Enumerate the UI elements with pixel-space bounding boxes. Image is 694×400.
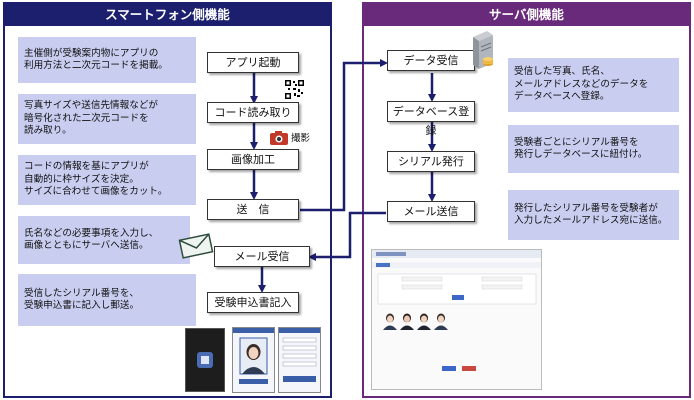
step-code-read: コード読み取り xyxy=(207,102,299,123)
note-text: 受信した写真、氏名、 メールアドレスなどのデータを データベースへ登録。 xyxy=(514,66,649,103)
note-text: 受験者ごとにシリアル番号を 発行しデータベースに紐付け。 xyxy=(514,136,648,160)
envelope-icon xyxy=(178,233,214,259)
step-fill-form: 受験申込書記入 xyxy=(207,292,299,313)
note-mail-send: 発行したシリアル番号を受験者が 入力したメールアドレス宛に送信。 xyxy=(508,190,679,240)
step-image-edit: 画像加工 xyxy=(207,149,299,170)
step-app-launch: アプリ起動 xyxy=(207,52,299,73)
note-serial-issue: 受験者ごとにシリアル番号を 発行しデータベースに紐付け。 xyxy=(508,125,679,173)
admin-screen-icon xyxy=(372,250,541,371)
photo-thumbnails xyxy=(383,313,448,330)
server-icon xyxy=(473,31,493,69)
note-text: 発行したシリアル番号を受験者が 入力したメールアドレス宛に送信。 xyxy=(514,202,668,226)
note-code-read: 写真サイズや送信先情報などが 暗号化された二次元コードを 読み取り。 xyxy=(18,94,196,144)
step-db-register: データベース登録 xyxy=(387,101,475,137)
phone-form-screen xyxy=(278,327,321,393)
step-mail-receive: メール受信 xyxy=(214,246,310,267)
camera-label: 撮影 xyxy=(291,133,311,144)
server-panel: サーバ側機能 xyxy=(362,2,691,398)
admin-screen-thumbnail xyxy=(371,249,542,390)
server-panel-title: サーバ側機能 xyxy=(364,4,689,26)
note-image-edit: コードの情報を基にアプリが 自動的に枠サイズを決定。 サイズに合わせて画像をカッ… xyxy=(18,155,196,205)
form-screen-icon xyxy=(279,328,320,382)
arrow-server-to-mail xyxy=(308,211,386,261)
step-data-receive: データ受信 xyxy=(387,50,475,71)
step-send: 送 信 xyxy=(207,199,299,220)
note-app-launch: 主催側が受験案内物にアプリの 利用方法と二次元コードを掲載。 xyxy=(18,37,196,83)
note-text: 写真サイズや送信先情報などが 暗号化された二次元コードを 読み取り。 xyxy=(24,100,159,137)
portrait-photo-icon xyxy=(233,328,274,384)
step-mail-send: メール送信 xyxy=(387,201,475,222)
camera-icon xyxy=(270,131,288,145)
note-send: 氏名などの必要事項を入力し、 画像とともにサーバへ送信。 xyxy=(18,216,190,264)
phone-app-icon-screen xyxy=(185,328,225,392)
smartphone-panel-title: スマートフォン側機能 xyxy=(5,4,330,26)
note-text: 主催側が受験案内物にアプリの 利用方法と二次元コードを掲載。 xyxy=(24,47,168,71)
qr-code-icon xyxy=(285,80,304,99)
note-data-register: 受信した写真、氏名、 メールアドレスなどのデータを データベースへ登録。 xyxy=(508,58,679,112)
arrow-send-to-server xyxy=(300,59,388,212)
app-icon xyxy=(197,352,213,368)
phone-photo-screen xyxy=(232,327,275,393)
note-fill-form: 受信したシリアル番号を、 受験申込書に記入し郵送。 xyxy=(18,274,196,326)
note-text: コードの情報を基にアプリが 自動的に枠サイズを決定。 サイズに合わせて画像をカッ… xyxy=(24,161,168,198)
note-text: 受信したシリアル番号を、 受験申込書に記入し郵送。 xyxy=(24,287,140,311)
step-serial-issue: シリアル発行 xyxy=(387,151,475,172)
note-text: 氏名などの必要事項を入力し、 画像とともにサーバへ送信。 xyxy=(24,227,159,251)
smartphone-panel: スマートフォン側機能 xyxy=(3,2,332,398)
